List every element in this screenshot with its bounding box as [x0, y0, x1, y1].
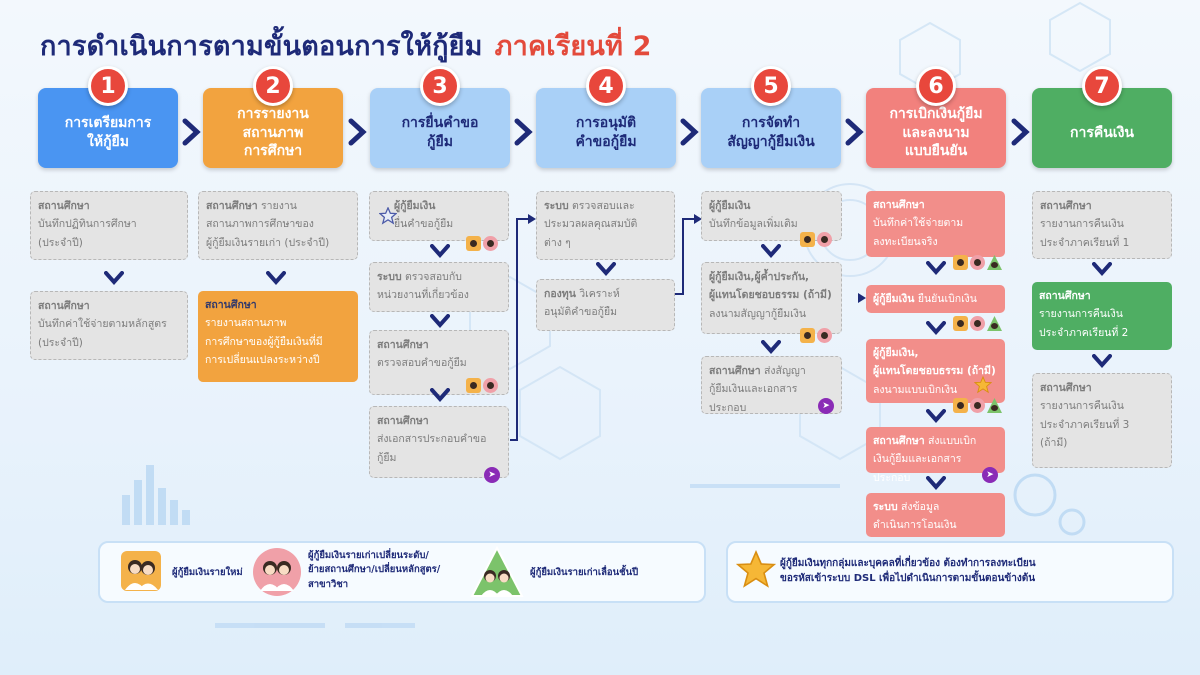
new-borrower-icon	[953, 255, 968, 270]
step-5-number: 5	[751, 66, 791, 106]
user-avatars	[466, 236, 498, 251]
page-title: การดำเนินการตามขั้นตอนการให้กู้ยืม ภาคเรี…	[40, 24, 652, 67]
changed-borrower-icon	[483, 378, 498, 393]
legend-new-label: ผู้กู้ยืมเงินรายใหม่	[172, 567, 243, 578]
promoted-borrower-icon	[470, 546, 524, 597]
title-main: การดำเนินการตามขั้นตอนการให้กู้ยืม	[40, 31, 483, 62]
card-7b: สถานศึกษา รายงานการคืนเงิน ประจำภาคเรียน…	[1032, 282, 1172, 350]
card-2a: สถานศึกษา รายงาน สถานภาพการศึกษาของ ผู้ก…	[198, 191, 358, 260]
chevron-down-icon	[926, 476, 946, 490]
new-borrower-icon	[800, 328, 815, 343]
new-borrower-icon	[466, 236, 481, 251]
new-borrower-icon	[953, 398, 968, 413]
changed-borrower-icon	[483, 236, 498, 251]
step-6: การเบิกเงินกู้ยืม และลงนาม แบบยืนยัน 6	[866, 66, 1006, 178]
chevron-down-icon	[430, 244, 450, 258]
send-plane-icon: ➤	[484, 467, 500, 483]
chevron-right-icon	[1011, 118, 1030, 146]
chevron-right-icon	[845, 118, 864, 146]
star-icon	[736, 550, 776, 588]
changed-borrower-icon	[970, 255, 985, 270]
card-3c: สถานศึกษา ตรวจสอบคำขอกู้ยืม	[369, 330, 509, 395]
step-4-number: 4	[586, 66, 626, 106]
step-7-number: 7	[1082, 66, 1122, 106]
chevron-down-icon	[104, 271, 124, 285]
card-7c: สถานศึกษา รายงานการคืนเงิน ประจำภาคเรียน…	[1032, 373, 1172, 468]
step-5: การจัดทำ สัญญากู้ยืมเงิน 5	[701, 66, 841, 178]
promoted-borrower-icon	[987, 316, 1002, 331]
card-7a: สถานศึกษา รายงานการคืนเงิน ประจำภาคเรียน…	[1032, 191, 1172, 259]
user-avatars	[953, 316, 1002, 331]
step-3: การยื่นคำขอ กู้ยืม 3	[370, 66, 510, 178]
step-6-number: 6	[916, 66, 956, 106]
changed-borrower-icon	[817, 232, 832, 247]
user-avatars	[953, 398, 1002, 413]
star-outline-icon	[379, 207, 397, 225]
legend-borrower-types	[98, 541, 706, 603]
chevron-down-icon	[430, 388, 450, 402]
user-avatars	[800, 232, 832, 247]
new-borrower-icon	[466, 378, 481, 393]
step-2: การรายงาน สถานภาพ การศึกษา 2	[203, 66, 343, 178]
step-1: การเตรียมการ ให้กู้ยืม 1	[38, 66, 178, 178]
chevron-down-icon	[1092, 262, 1112, 276]
card-6c: ผู้กู้ยืมเงิน, ผู้แทนโดยชอบธรรม (ถ้ามี) …	[866, 339, 1005, 403]
new-borrower-icon	[953, 316, 968, 331]
legend-note	[726, 541, 1174, 603]
card-6e: ระบบ ส่งข้อมูล ดำเนินการโอนเงิน	[866, 493, 1005, 537]
chevron-down-icon	[1092, 354, 1112, 368]
card-3d: สถานศึกษา ส่งเอกสารประกอบคำขอ กู้ยืม	[369, 406, 509, 478]
step-2-number: 2	[253, 66, 293, 106]
chevron-down-icon	[761, 244, 781, 258]
chevron-down-icon	[266, 271, 286, 285]
card-4b: กองทุน วิเคราะห์ อนุมัติคำขอกู้ยืม	[536, 279, 675, 331]
card-6b: ผู้กู้ยืมเงิน ยืนยันเบิกเงิน	[866, 285, 1005, 313]
card-3b: ระบบ ตรวจสอบกับ หน่วยงานที่เกี่ยวข้อง	[369, 262, 509, 312]
step-3-number: 3	[420, 66, 460, 106]
send-plane-icon: ➤	[818, 398, 834, 414]
chevron-down-icon	[926, 261, 946, 275]
step-7: การคืนเงิน 7	[1032, 66, 1172, 178]
chevron-down-icon	[926, 321, 946, 335]
changed-borrower-icon	[970, 398, 985, 413]
chevron-down-icon	[761, 340, 781, 354]
card-1b: สถานศึกษา บันทึกค่าใช้จ่ายตามหลักสูตร (ป…	[30, 291, 188, 360]
card-5a: ผู้กู้ยืมเงิน บันทึกข้อมูลเพิ่มเติม	[701, 191, 842, 241]
title-accent: ภาคเรียนที่ 2	[494, 31, 652, 62]
send-plane-icon: ➤	[982, 467, 998, 483]
card-6d: สถานศึกษา ส่งแบบเบิก เงินกู้ยืมและเอกสาร…	[866, 427, 1005, 484]
user-avatars	[953, 255, 1002, 270]
chevron-right-icon	[680, 118, 699, 146]
chevron-right-icon	[514, 118, 533, 146]
user-avatars	[800, 328, 832, 343]
card-5b: ผู้กู้ยืมเงิน,ผู้ค้ำประกัน, ผู้แทนโดยชอบ…	[701, 262, 842, 334]
step-4: การอนุมัติ คำขอกู้ยืม 4	[536, 66, 676, 178]
card-5c: สถานศึกษา ส่งสัญญา กู้ยืมเงินและเอกสารปร…	[701, 356, 842, 414]
changed-borrower-icon	[970, 316, 985, 331]
card-2b: สถานศึกษา รายงานสถานภาพ การศึกษาของผู้กู…	[198, 291, 358, 382]
card-4a: ระบบ ตรวจสอบและ ประมวลผลคุณสมบัติ ต่าง ๆ	[536, 191, 675, 260]
legend-changed-label: ผู้กู้ยืมเงินรายเก่าเปลี่ยนระดับ/ ย้ายสถ…	[308, 550, 441, 590]
step-1-number: 1	[88, 66, 128, 106]
new-borrower-icon	[121, 551, 161, 591]
legend-note-text: ผู้กู้ยืมเงินทุกกลุ่มและบุคคลที่เกี่ยวข้…	[780, 558, 1036, 584]
chevron-right-icon	[348, 118, 367, 146]
card-6a: สถานศึกษา บันทึกค่าใช้จ่ายตาม ลงทะเบียนจ…	[866, 191, 1005, 257]
chevron-down-icon	[596, 262, 616, 276]
card-1a: สถานศึกษา บันทึกปฏิทินการศึกษา (ประจำปี)	[30, 191, 188, 260]
chevron-right-icon	[182, 118, 201, 146]
user-avatars	[466, 378, 498, 393]
changed-borrower-icon	[253, 548, 301, 596]
chevron-down-icon	[926, 409, 946, 423]
chevron-down-icon	[430, 314, 450, 328]
changed-borrower-icon	[817, 328, 832, 343]
new-borrower-icon	[800, 232, 815, 247]
promoted-borrower-icon	[987, 398, 1002, 413]
promoted-borrower-icon	[987, 255, 1002, 270]
star-icon	[974, 376, 992, 394]
legend-promoted-label: ผู้กู้ยืมเงินรายเก่าเลื่อนชั้นปี	[530, 567, 639, 578]
